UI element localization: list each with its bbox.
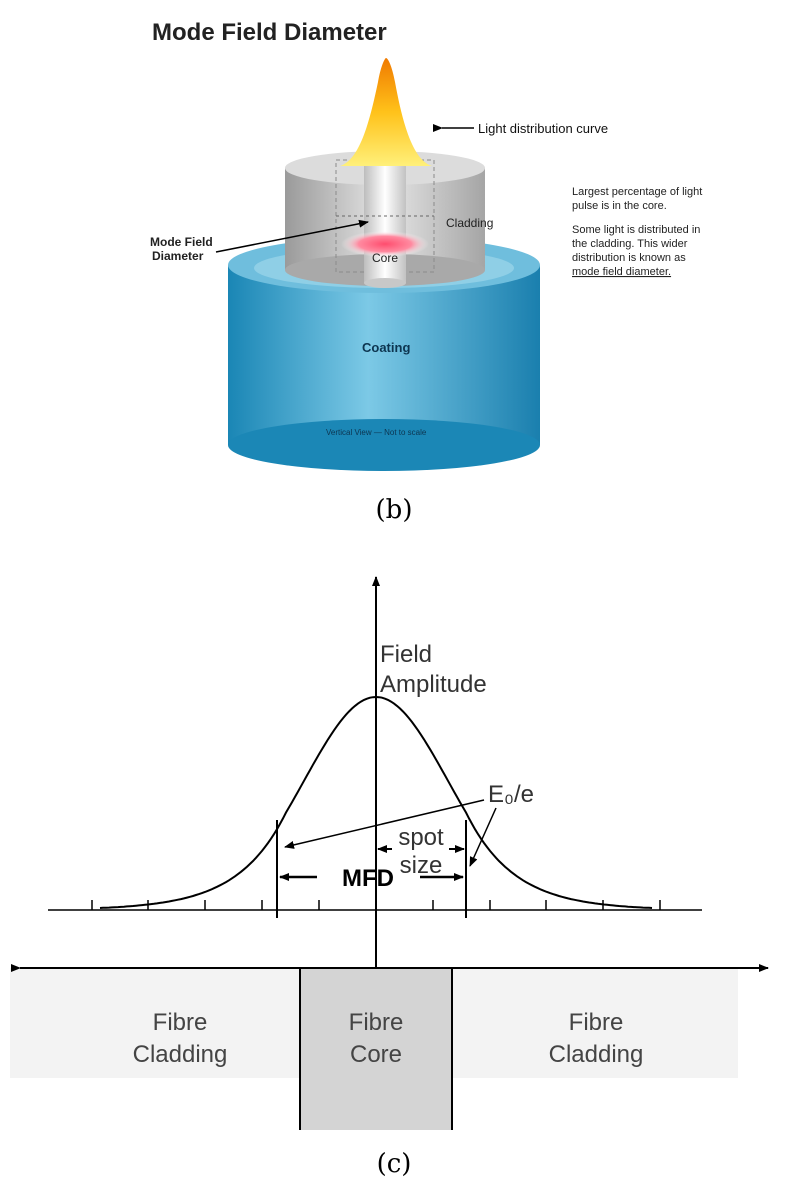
- note2-line2: the cladding. This wider: [572, 238, 688, 250]
- caption-c: (c): [377, 1149, 412, 1179]
- caption-b: (b): [376, 495, 413, 525]
- e0-pointer-left: [284, 799, 485, 849]
- core-glow: [341, 231, 429, 257]
- e0-pointer-right: [469, 807, 497, 867]
- field-amplitude-curve: [99, 695, 653, 909]
- left-cladding-line2: Cladding: [133, 1041, 228, 1068]
- light-distribution-flame: [340, 58, 432, 166]
- note2-line4: mode field diameter.: [572, 266, 671, 278]
- note1-line1: Largest percentage of light: [572, 186, 702, 198]
- mfd-label: MFD: [342, 865, 394, 892]
- spot-size-line2: size: [400, 852, 443, 879]
- light-curve-label: Light distribution curve: [478, 121, 608, 136]
- view-note: Vertical View — Not to scale: [326, 428, 427, 437]
- right-cladding-line2: Cladding: [549, 1041, 644, 1068]
- cladding-label: Cladding: [446, 216, 493, 230]
- region-core: [300, 968, 452, 1130]
- side-notes: Largest percentage of light pulse is in …: [572, 186, 702, 278]
- panel-c: Field Amplitude E₀/e spot size MFD: [10, 576, 769, 1179]
- mfd-label-line2: Diameter: [152, 249, 204, 263]
- region-cladding-left: [10, 968, 300, 1078]
- e0-over-e-label: E₀/e: [488, 781, 534, 808]
- fibre-regions: [10, 968, 738, 1130]
- panel-b-title: Mode Field Diameter: [152, 19, 387, 46]
- axis-label-line1: Field: [380, 641, 432, 668]
- core-line2: Core: [350, 1041, 402, 1068]
- spot-size-line1: spot: [398, 824, 444, 851]
- mfd-label-line1: Mode Field: [150, 235, 213, 249]
- core-line1: Fibre: [349, 1009, 404, 1036]
- left-cladding-line1: Fibre: [153, 1009, 208, 1036]
- note1-line2: pulse is in the core.: [572, 200, 667, 212]
- core-label: Core: [372, 251, 398, 265]
- panel-b: Mode Field Diameter Light distribution: [150, 19, 702, 525]
- mfd-pointer-arrow: [215, 219, 369, 253]
- coating-label: Coating: [362, 340, 410, 355]
- core-cylinder: [341, 165, 429, 288]
- region-cladding-right: [452, 968, 738, 1078]
- note2-line3: distribution is known as: [572, 252, 686, 264]
- right-cladding-line1: Fibre: [569, 1009, 624, 1036]
- axis-label-line2: Amplitude: [380, 671, 487, 698]
- note2-line1: Some light is distributed in: [572, 224, 700, 236]
